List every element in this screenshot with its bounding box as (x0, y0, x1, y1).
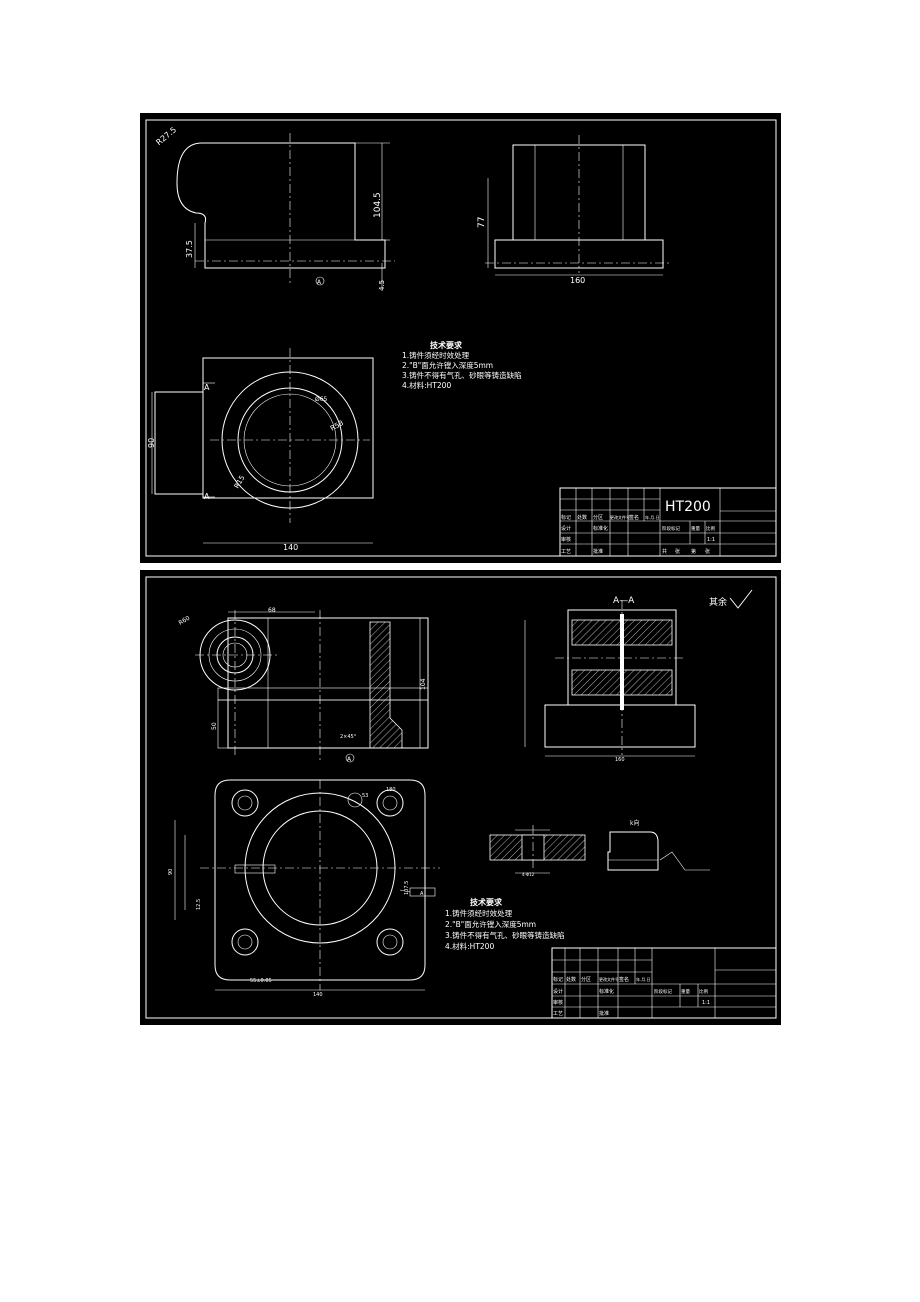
dim-104: 104 (420, 678, 427, 690)
dim-140: 140 (283, 543, 298, 552)
tb-cell: 审核 (561, 536, 571, 543)
tb-cell: 设计 (561, 525, 571, 532)
tb2-cell: 重量 (681, 988, 690, 995)
tb-cell: 年.月.日 (645, 514, 660, 520)
sec-mark-a2: A (347, 756, 352, 763)
tb2-scale: 1:1 (702, 1000, 710, 1006)
tb-scale: 1:1 (707, 537, 715, 543)
tb2-cell: 标准化 (599, 988, 614, 995)
note-line: 3.铸件不得有气孔、砂眼等铸造缺陷 (402, 370, 522, 380)
tb-cell: 处数 (577, 514, 587, 521)
tb-cell: 标准化 (593, 525, 608, 532)
tb2-cell: 工艺 (553, 1011, 563, 1017)
section-mark-a: A (317, 279, 322, 286)
tb-cell: 比例 (706, 525, 715, 532)
drawing-1-svg: R27.5 104.5 37.5 4.5 A 77 160 A A 90 140… (145, 119, 777, 557)
tb-cell: 分区 (593, 514, 603, 521)
drawing-sheet-1: R27.5 104.5 37.5 4.5 A 77 160 A A 90 140… (140, 113, 781, 563)
note-line: 4.材料:HT200 (445, 941, 494, 951)
title-block-2 (551, 947, 777, 1019)
dim-160-2: 160 (615, 757, 625, 763)
tb2-cell: 更改文件号 (599, 976, 619, 982)
hole-callout: 4-Φ12 (522, 872, 535, 877)
tb2-cell: 标记 (553, 976, 563, 983)
k-view (607, 831, 710, 871)
dim-77: 77 (477, 217, 487, 228)
front-view (176, 133, 395, 288)
dim-r15: R15 (233, 474, 247, 490)
notes-title: 技术要求 (430, 340, 463, 350)
drawing-sheet-2: 68 R60 104 50 2×45° A A—A 160 其余 (140, 570, 781, 1025)
dim-phi-65: Ø65 (315, 396, 328, 403)
tb-cell: 标记 (561, 514, 571, 521)
tb2-cell: 阶段标记 (654, 988, 672, 995)
note-line: 1.铸件须经时效处理 (402, 350, 470, 360)
detail-view (489, 825, 586, 874)
tb2-cell: 年.月.日 (636, 976, 651, 982)
tb2-cell: 处数 (566, 976, 576, 983)
title-block (559, 487, 777, 557)
roughness-symbol (729, 589, 753, 609)
tb2-cell: 分区 (581, 976, 591, 983)
dim-140-2: 140 (313, 992, 323, 998)
note-line: 3.铸件不得有气孔、砂眼等铸造缺陷 (445, 930, 565, 940)
dim-4-5: 4.5 (378, 280, 386, 291)
tb-cell: 批准 (593, 548, 603, 555)
sheet-border (145, 576, 777, 1019)
side-view (485, 135, 670, 276)
dim-2x45: 2×45° (340, 734, 357, 740)
k-view-label: k向 (630, 819, 639, 827)
drawing-2-svg: 68 R60 104 50 2×45° A A—A 160 其余 (145, 576, 777, 1019)
dim-r58: R58 (329, 419, 345, 433)
tb2-cell: 签名 (619, 976, 629, 983)
dim-r-top: R27.5 (154, 125, 178, 147)
note-line: 2."B"面允许镗入深度5mm (402, 360, 493, 370)
dim-12-5: 12.5 (196, 899, 202, 910)
dim-104-5: 104.5 (373, 192, 383, 218)
section-a-top: A (204, 383, 210, 392)
dim-90: 90 (147, 438, 156, 448)
datum-frame (409, 887, 436, 897)
dim-37-5: 37.5 (185, 240, 194, 258)
dim-68: 68 (268, 607, 276, 614)
sheet-border (145, 119, 777, 557)
dim-53: 53 (362, 793, 368, 799)
front-view-2 (195, 610, 429, 763)
notes-title-2: 技术要求 (470, 897, 503, 907)
datum-label: A (420, 891, 424, 897)
tb2-cell: 审核 (553, 999, 563, 1006)
section-title: A—A (613, 596, 635, 606)
dim-160: 160 (570, 276, 585, 285)
tb-cell: 阶段标记 (662, 525, 680, 532)
note-line: 1.铸件须经时效处理 (445, 908, 513, 918)
dim-55: 55±0.05 (250, 978, 272, 984)
tb2-cell: 设计 (553, 988, 563, 995)
note-line: 2."B"面允许镗入深度5mm (445, 919, 536, 929)
plan-view-2 (174, 779, 440, 991)
tb-cell: 签名 (629, 514, 639, 521)
note-line: 4.材料:HT200 (402, 380, 451, 390)
dim-r60: R60 (178, 615, 192, 627)
tb-cell: 重量 (691, 525, 700, 532)
dim-50: 50 (211, 722, 218, 730)
material-label: HT200 (665, 499, 711, 515)
tb2-cell: 比例 (699, 988, 708, 995)
tb-cell: 张 (675, 548, 680, 555)
tb-cell: 工艺 (561, 549, 571, 555)
tb-cell: 第 (691, 548, 696, 555)
tb-cell: 张 (705, 548, 710, 555)
dim-90-2: 90 (168, 869, 174, 875)
section-a-bottom: A (204, 492, 210, 501)
tb-cell: 更改文件号 (610, 514, 630, 520)
dim-180: 180 (386, 787, 396, 793)
section-view-aa (524, 600, 696, 757)
dim-107-5: 107.5 (404, 881, 410, 895)
tb2-cell: 批准 (599, 1010, 609, 1017)
top-view (151, 348, 374, 544)
tb-cell: 共 (662, 548, 667, 555)
roughness-label: 其余 (709, 596, 727, 608)
